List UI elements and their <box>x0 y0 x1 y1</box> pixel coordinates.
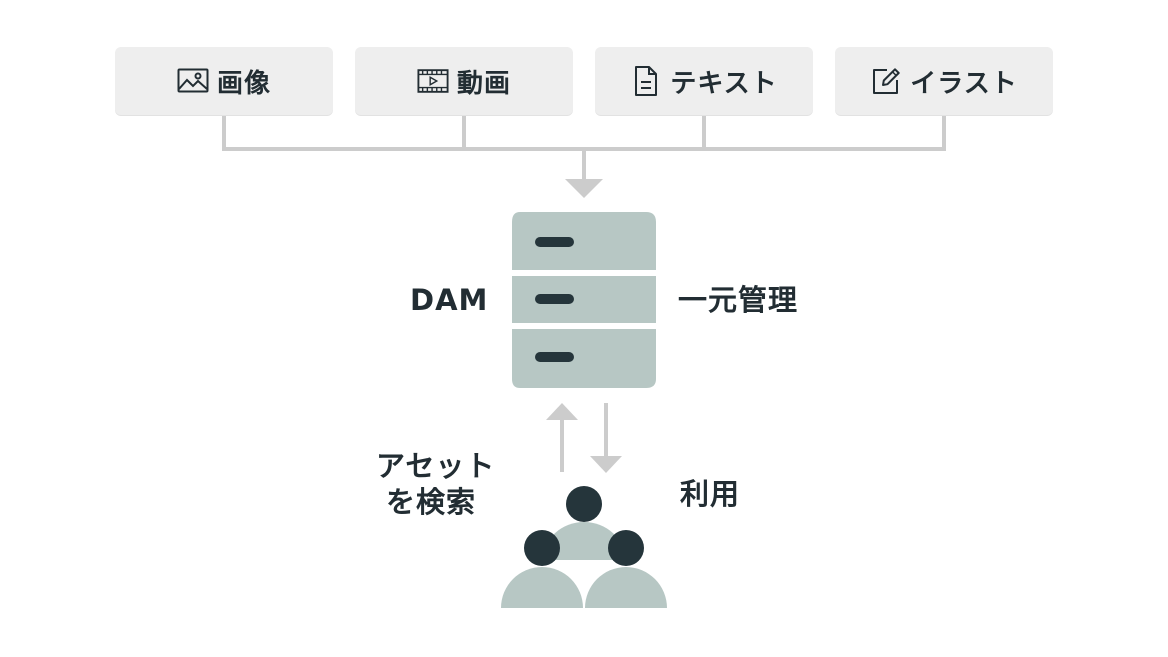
arrow-up-search <box>546 403 578 472</box>
document-icon <box>630 65 662 97</box>
arrow-down-to-dam <box>565 179 603 198</box>
edit-icon <box>870 65 902 97</box>
centralized-management-label: 一元管理 <box>678 283 799 317</box>
asset-label: 画像 <box>216 68 271 99</box>
use-label: 利用 <box>680 477 741 511</box>
arrow-down-use <box>590 403 622 473</box>
asset-label: テキスト <box>670 68 778 99</box>
video-icon <box>417 65 449 97</box>
asset-box-video: 動画 <box>355 47 573 115</box>
dam-label: DAM <box>410 283 489 317</box>
search-assets-label: アセット を検索 <box>376 448 496 520</box>
server-icon <box>512 212 656 388</box>
asset-box-text: テキスト <box>595 47 813 115</box>
asset-label: イラスト <box>910 68 1018 99</box>
search-label-line1: アセット <box>376 449 496 483</box>
asset-label: 動画 <box>456 68 511 99</box>
search-label-line2: を検索 <box>386 485 477 519</box>
users-icon <box>501 486 667 608</box>
connector-tree <box>222 115 946 181</box>
asset-box-image: 画像 <box>115 47 333 115</box>
image-icon <box>177 65 209 97</box>
asset-box-illustration: イラスト <box>835 47 1053 115</box>
